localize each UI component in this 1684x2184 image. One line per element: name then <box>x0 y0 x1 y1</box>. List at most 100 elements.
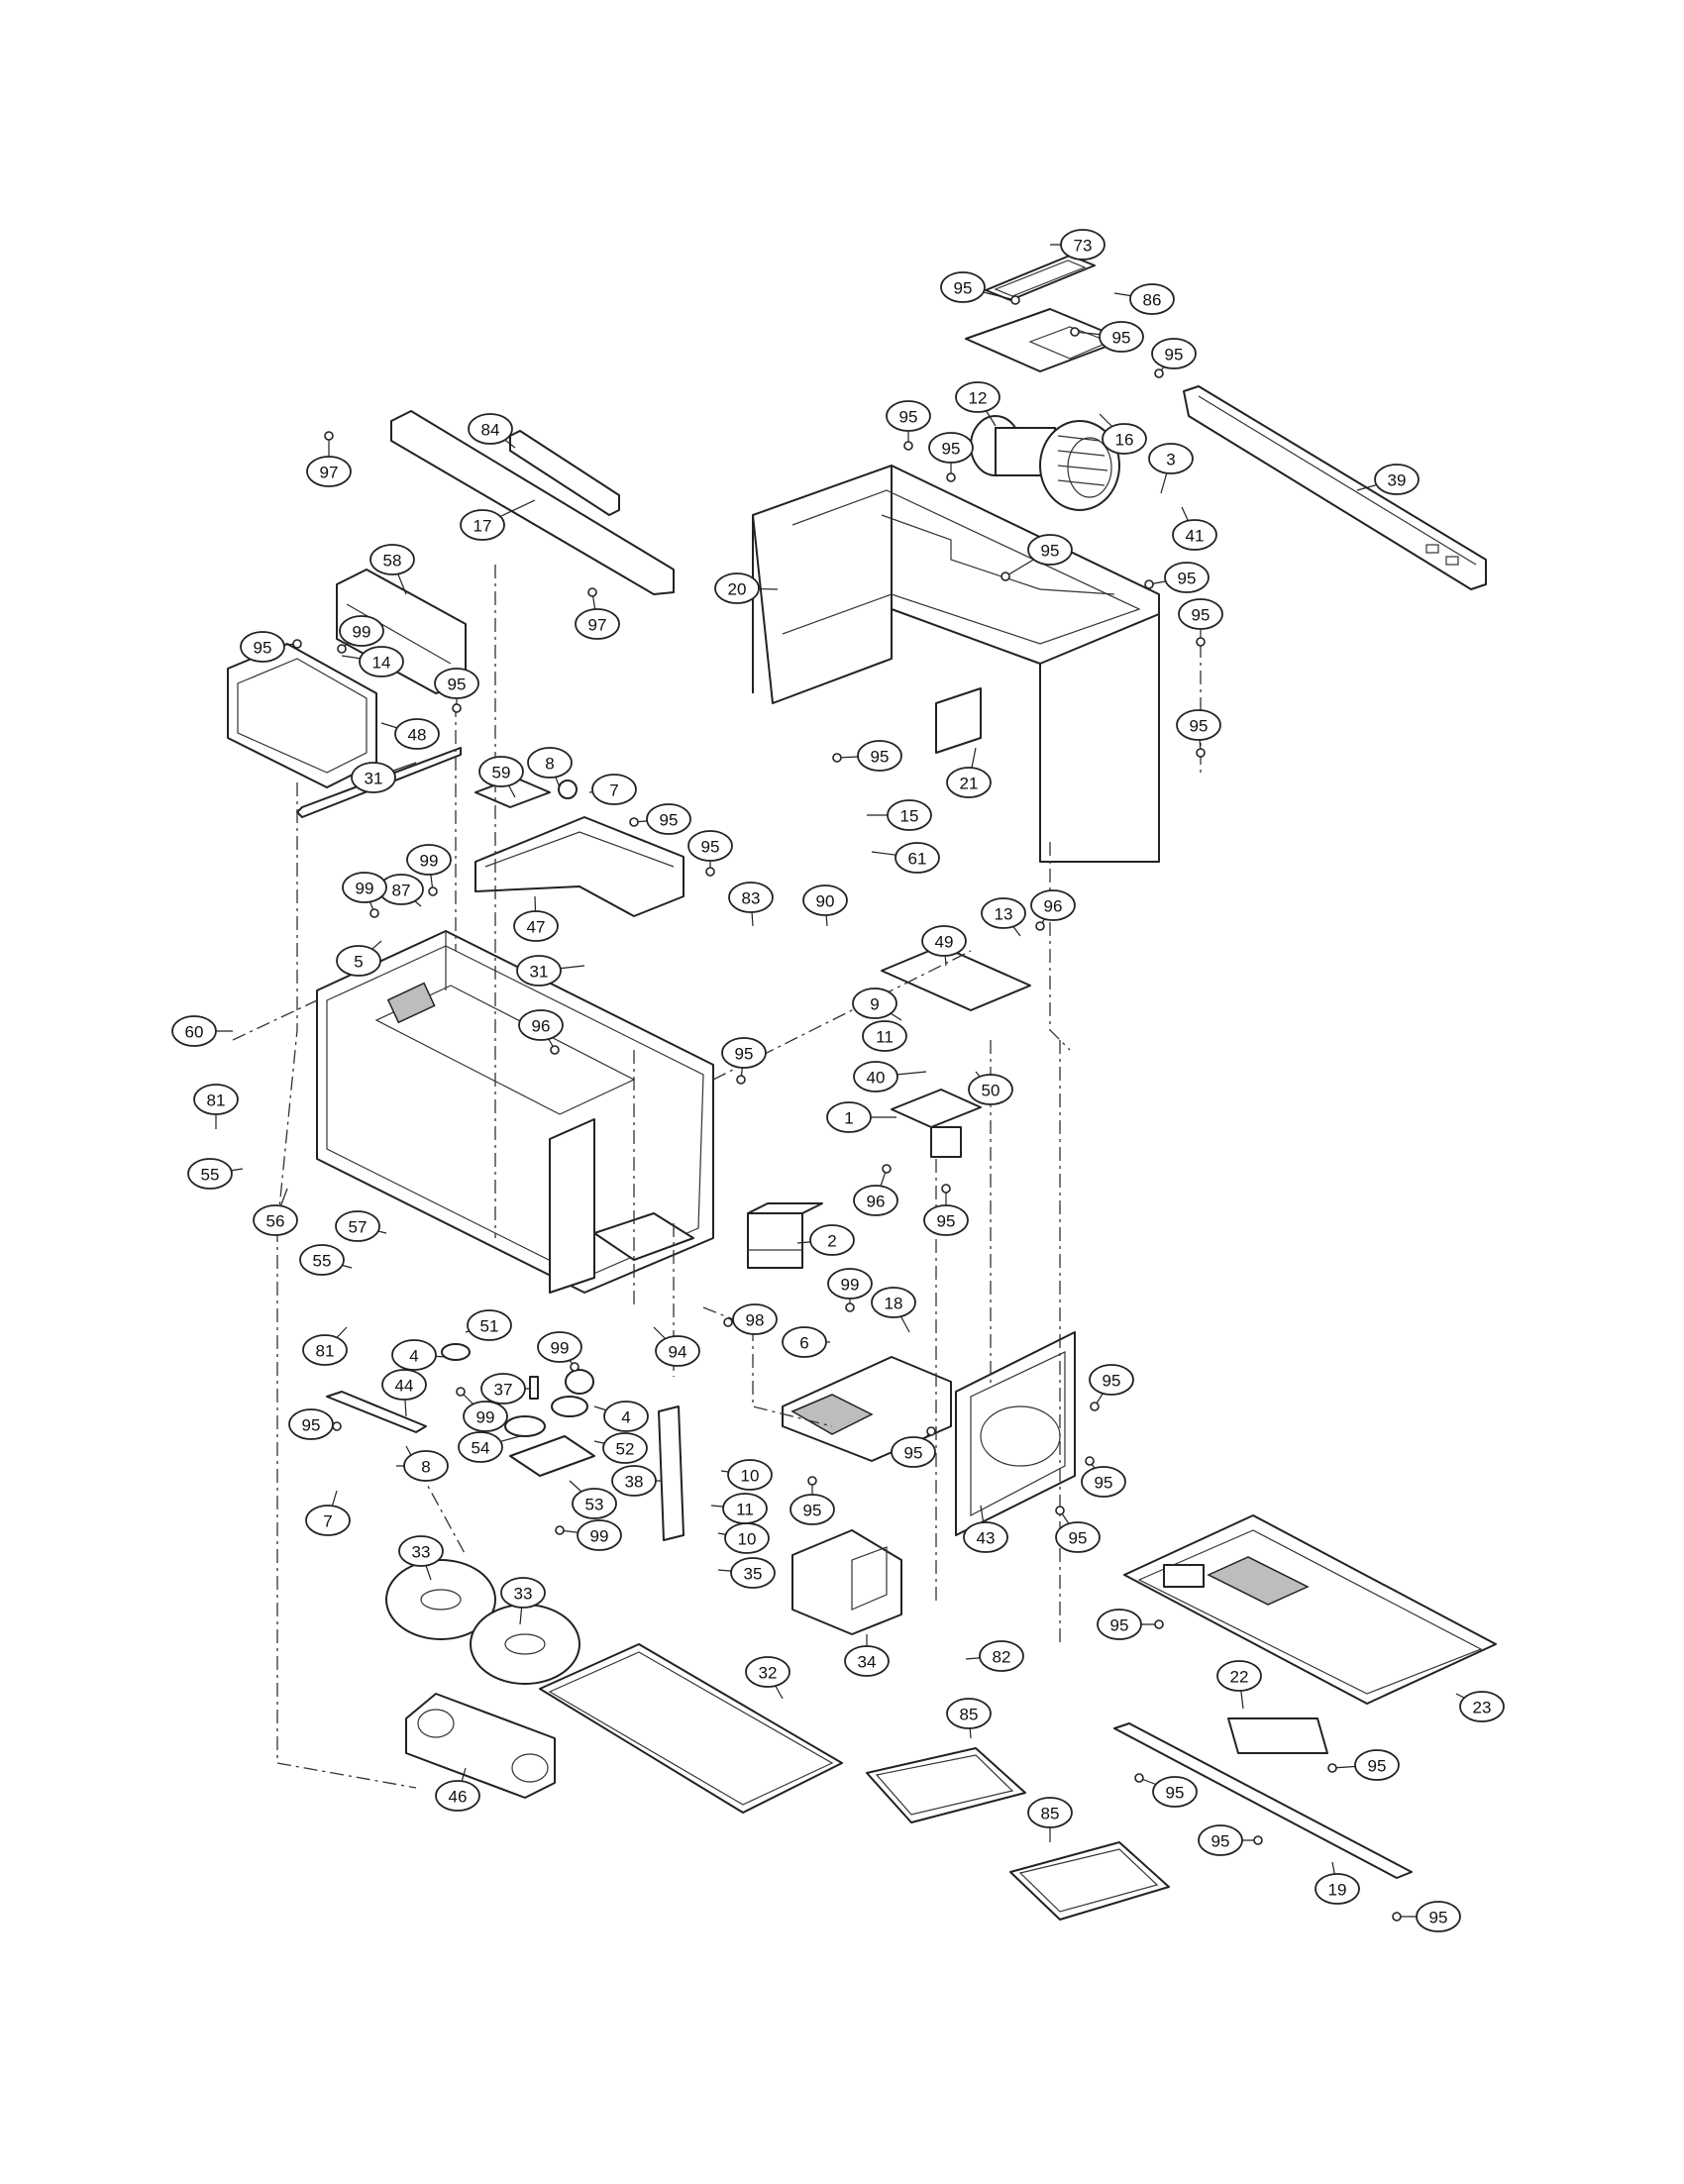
callout-label: 85 <box>1041 1805 1060 1823</box>
callout-label: 21 <box>960 775 979 793</box>
callout-98: 98 <box>723 1303 778 1335</box>
callout-label: 22 <box>1230 1668 1249 1687</box>
screw-mark <box>1010 295 1020 305</box>
grease-filter-85a <box>866 1747 1026 1823</box>
callout-bubble <box>853 1061 898 1092</box>
callout-label: 73 <box>1074 237 1093 256</box>
callout-label: 95 <box>1103 1372 1121 1391</box>
glass-tray-32 <box>539 1643 843 1814</box>
callout-85: 85 <box>946 1698 992 1739</box>
callout-bubble <box>305 1505 351 1536</box>
grease-filter-85b <box>1009 1841 1170 1921</box>
callout-label: 81 <box>316 1342 335 1361</box>
callout-label: 96 <box>1044 897 1063 916</box>
callout-label: 82 <box>993 1648 1011 1667</box>
screw-mark <box>807 1476 817 1486</box>
callout-5: 5 <box>336 940 382 977</box>
callout-bubble <box>1027 1797 1073 1828</box>
callout-label: 95 <box>871 748 890 767</box>
callout-bubble <box>979 1640 1024 1672</box>
callout-label: 99 <box>356 880 374 898</box>
callout-99: 99 <box>456 1387 508 1432</box>
callout-label: 43 <box>977 1529 996 1548</box>
callout-10: 10 <box>717 1522 770 1554</box>
callout-bubble <box>351 762 396 793</box>
screw-mark <box>1154 1619 1164 1629</box>
callout-label: 95 <box>1110 1616 1129 1635</box>
callout-label: 14 <box>372 654 391 673</box>
callout-label: 95 <box>1211 1832 1230 1851</box>
screw-mark <box>723 1317 733 1327</box>
callout-bubble <box>240 631 285 663</box>
callout-34: 34 <box>844 1634 890 1677</box>
screw-mark <box>705 867 715 877</box>
callout-label: 33 <box>412 1543 431 1562</box>
callout-33: 33 <box>500 1577 546 1625</box>
callout-label: 95 <box>1178 570 1197 588</box>
callout-55: 55 <box>187 1158 244 1190</box>
callout-bubble <box>789 1494 835 1525</box>
base-plate-23 <box>1123 1514 1497 1705</box>
callout-label: 58 <box>383 552 402 571</box>
callout-4: 4 <box>593 1401 649 1432</box>
callout-bubble <box>891 1436 936 1468</box>
callout-53: 53 <box>569 1480 617 1519</box>
callout-95: 95 <box>923 1184 969 1236</box>
callout-label: 86 <box>1143 291 1162 310</box>
screw-mark <box>1035 921 1045 931</box>
callout-label: 97 <box>320 464 339 482</box>
callout-label: 20 <box>728 580 747 599</box>
callout-19: 19 <box>1315 1861 1360 1905</box>
screw-mark <box>550 1045 560 1055</box>
exploded-drawing <box>227 255 1497 1921</box>
callout-bubble <box>946 1698 992 1729</box>
callout-99: 99 <box>342 872 387 918</box>
callout-label: 4 <box>409 1347 418 1366</box>
callout-bubble <box>1027 534 1073 566</box>
callout-95: 95 <box>1081 1456 1126 1498</box>
callout-23: 23 <box>1455 1691 1505 1722</box>
callout-38: 38 <box>611 1465 662 1497</box>
callout-label: 53 <box>585 1496 604 1514</box>
callout-bubble <box>1060 229 1105 260</box>
callout-95: 95 <box>687 830 733 877</box>
callout-95: 95 <box>1178 598 1223 647</box>
callout-99: 99 <box>406 844 452 896</box>
callout-bubble <box>434 668 479 699</box>
callout-label: 99 <box>420 852 439 871</box>
latch-board-38 <box>658 1405 684 1541</box>
callout-bubble <box>862 1020 907 1052</box>
callout-bubble <box>575 608 620 640</box>
callout-96: 96 <box>1030 889 1076 931</box>
callout-label: 95 <box>1368 1757 1387 1776</box>
callout-bubble <box>611 1465 657 1497</box>
callout-label: 37 <box>494 1381 513 1400</box>
callout-95: 95 <box>1176 709 1221 758</box>
screw-mark <box>337 644 347 654</box>
callout-bubble <box>1176 709 1221 741</box>
screw-mark <box>941 1184 951 1194</box>
callout-label: 15 <box>900 807 919 826</box>
callout-label: 1 <box>844 1109 853 1128</box>
callout-label: 23 <box>1473 1699 1492 1717</box>
screw-mark <box>1253 1835 1263 1845</box>
callout-label: 95 <box>899 408 918 427</box>
callout-14: 14 <box>341 646 404 677</box>
callout-85: 85 <box>1027 1797 1073 1842</box>
callout-label: 4 <box>621 1408 630 1427</box>
callout-95: 95 <box>721 1037 767 1085</box>
callout-bubble <box>359 646 404 677</box>
callout-bubble <box>802 884 848 916</box>
callout-13: 13 <box>981 897 1026 937</box>
callout-bubble <box>871 1287 916 1318</box>
callout-bubble <box>1081 1466 1126 1498</box>
callout-95: 95 <box>1144 562 1210 593</box>
callout-bubble <box>513 910 559 942</box>
callout-bubble <box>857 740 902 772</box>
callout-4: 4 <box>391 1339 447 1371</box>
callout-label: 44 <box>395 1377 414 1396</box>
callout-95: 95 <box>789 1476 835 1525</box>
callout-2: 2 <box>796 1224 855 1256</box>
callout-label: 50 <box>982 1082 1000 1100</box>
screw-mark <box>832 753 842 763</box>
